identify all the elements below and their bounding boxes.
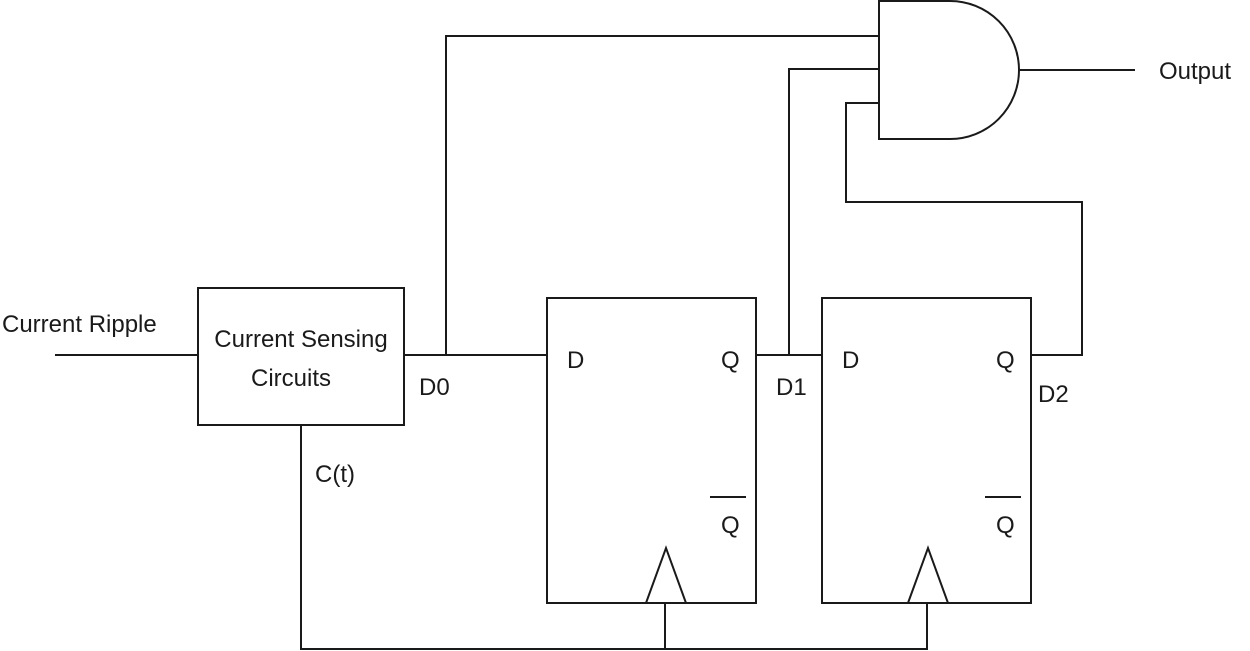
ff2-q-pin-label: Q [996,347,1015,374]
ff2-clock-triangle [906,545,950,604]
current-sensing-label-line1: Current Sensing [214,326,387,353]
d0-label: D0 [419,374,450,401]
d1-label: D1 [776,374,807,401]
clock-wire [300,425,928,650]
and-gate [878,0,1020,140]
input-label: Current Ripple [2,311,157,338]
ff1-qbar-pin-label: Q [721,512,740,539]
d2-label: D2 [1038,381,1069,408]
flip-flop-1 [546,297,757,604]
ct-label: C(t) [315,461,355,488]
current-sensing-label-line2: Circuits [251,365,331,392]
ff2-qbar-pin-label: Q [996,512,1015,539]
ff2-d-pin-label: D [842,347,859,374]
d1-to-and-wire [788,68,879,355]
output-label: Output [1159,58,1231,85]
current-sensing-block [197,287,405,426]
flip-flop-2 [821,297,1032,604]
ff1-clock-triangle [644,545,688,604]
d0-to-and-wire [445,35,879,355]
ff1-q-pin-label: Q [721,347,740,374]
ff1-d-pin-label: D [567,347,584,374]
d2-to-and-wire [845,102,1083,356]
